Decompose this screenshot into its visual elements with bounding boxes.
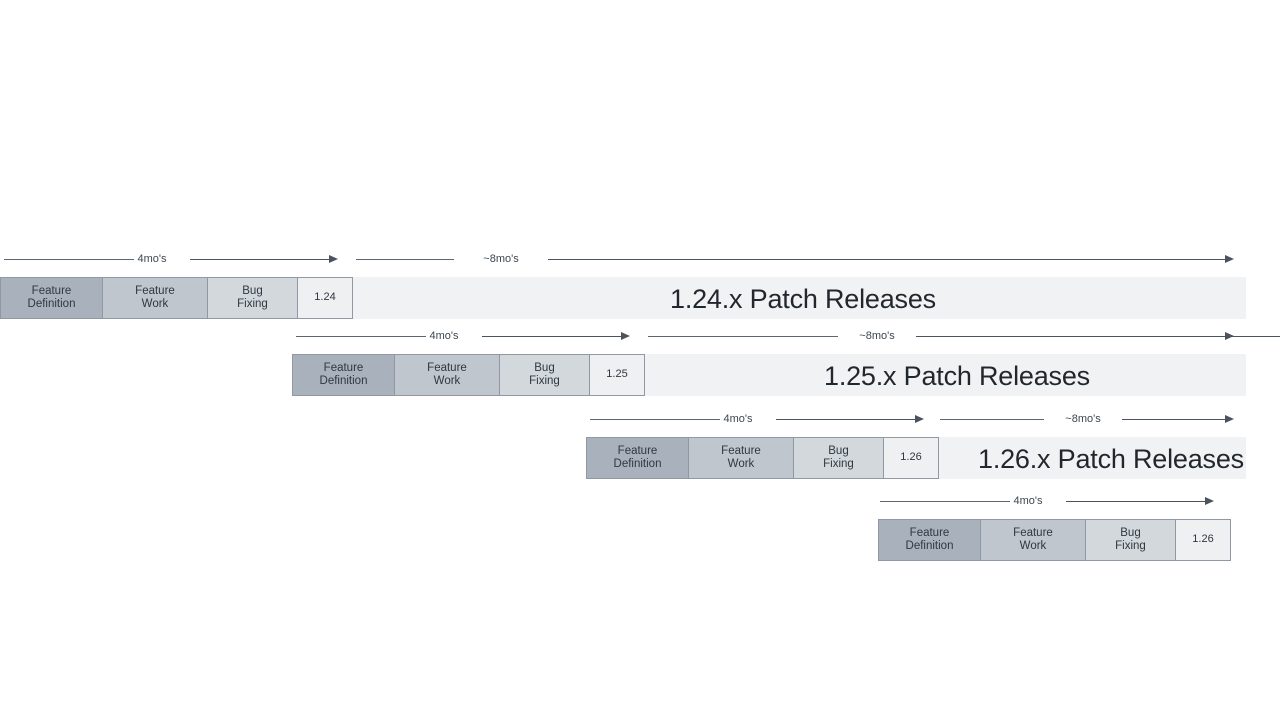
ruler-line-right [1122, 419, 1227, 420]
ruler-line-right [916, 336, 1280, 337]
ruler-line-left [880, 501, 1010, 502]
arrow-head-icon [1205, 496, 1214, 505]
arrow-head-icon [915, 414, 924, 423]
ruler-line-left [296, 336, 426, 337]
phase-feature-definition[interactable]: Feature Definition [586, 437, 689, 479]
phase-feature-work[interactable]: Feature Work [102, 277, 208, 319]
phase-track-124: Feature Definition Feature Work Bug Fixi… [0, 277, 353, 319]
patch-duration-label: ~8mo's [483, 253, 519, 265]
dev-duration-label: 4mo's [723, 413, 753, 425]
patch-duration-ruler-124: ~8mo's [356, 250, 1236, 270]
patch-release-label-124: 1.24.x Patch Releases [670, 284, 936, 314]
patch-duration-ruler-125: ~8mo's [648, 327, 1280, 347]
ruler-line-left [648, 336, 838, 337]
dev-duration-ruler-124: 4mo's [4, 250, 340, 270]
patch-duration-ruler-126: ~8mo's [940, 410, 1236, 430]
phase-track-126: Feature Definition Feature Work Bug Fixi… [586, 437, 939, 479]
dev-duration-ruler-126: 4mo's [590, 410, 926, 430]
phase-bug-fixing[interactable]: Bug Fixing [207, 277, 298, 319]
phase-feature-work[interactable]: Feature Work [980, 519, 1086, 561]
patch-release-label-125: 1.25.x Patch Releases [824, 361, 1090, 391]
version-marker-126[interactable]: 1.26 [883, 437, 939, 479]
arrow-head-icon [1225, 254, 1234, 263]
ruler-line-right [190, 259, 331, 260]
phase-track-next: Feature Definition Feature Work Bug Fixi… [878, 519, 1231, 561]
phase-bug-fixing[interactable]: Bug Fixing [1085, 519, 1176, 561]
phase-feature-work[interactable]: Feature Work [394, 354, 500, 396]
arrow-head-icon [1225, 331, 1234, 340]
phase-feature-work[interactable]: Feature Work [688, 437, 794, 479]
version-marker-125[interactable]: 1.25 [589, 354, 645, 396]
arrow-head-icon [329, 254, 338, 263]
ruler-line-left [4, 259, 134, 260]
version-marker-next[interactable]: 1.26 [1175, 519, 1231, 561]
arrow-head-icon [1225, 414, 1234, 423]
phase-bug-fixing[interactable]: Bug Fixing [499, 354, 590, 396]
ruler-line-right [548, 259, 1227, 260]
arrow-head-icon [621, 331, 630, 340]
patch-duration-label: ~8mo's [1065, 413, 1101, 425]
dev-duration-ruler-next: 4mo's [880, 492, 1216, 512]
dev-duration-ruler-125: 4mo's [296, 327, 632, 347]
phase-bug-fixing[interactable]: Bug Fixing [793, 437, 884, 479]
ruler-line-right [1066, 501, 1207, 502]
phase-feature-definition[interactable]: Feature Definition [0, 277, 103, 319]
dev-duration-label: 4mo's [429, 330, 459, 342]
patch-release-label-126: 1.26.x Patch Releases [978, 444, 1244, 474]
phase-feature-definition[interactable]: Feature Definition [878, 519, 981, 561]
dev-duration-label: 4mo's [1013, 495, 1043, 507]
ruler-line-left [590, 419, 720, 420]
phase-track-125: Feature Definition Feature Work Bug Fixi… [292, 354, 645, 396]
patch-duration-label: ~8mo's [859, 330, 895, 342]
ruler-line-right [776, 419, 917, 420]
phase-feature-definition[interactable]: Feature Definition [292, 354, 395, 396]
ruler-line-right [482, 336, 623, 337]
version-marker-124[interactable]: 1.24 [297, 277, 353, 319]
ruler-line-left [940, 419, 1044, 420]
dev-duration-label: 4mo's [137, 253, 167, 265]
ruler-line-left [356, 259, 454, 260]
